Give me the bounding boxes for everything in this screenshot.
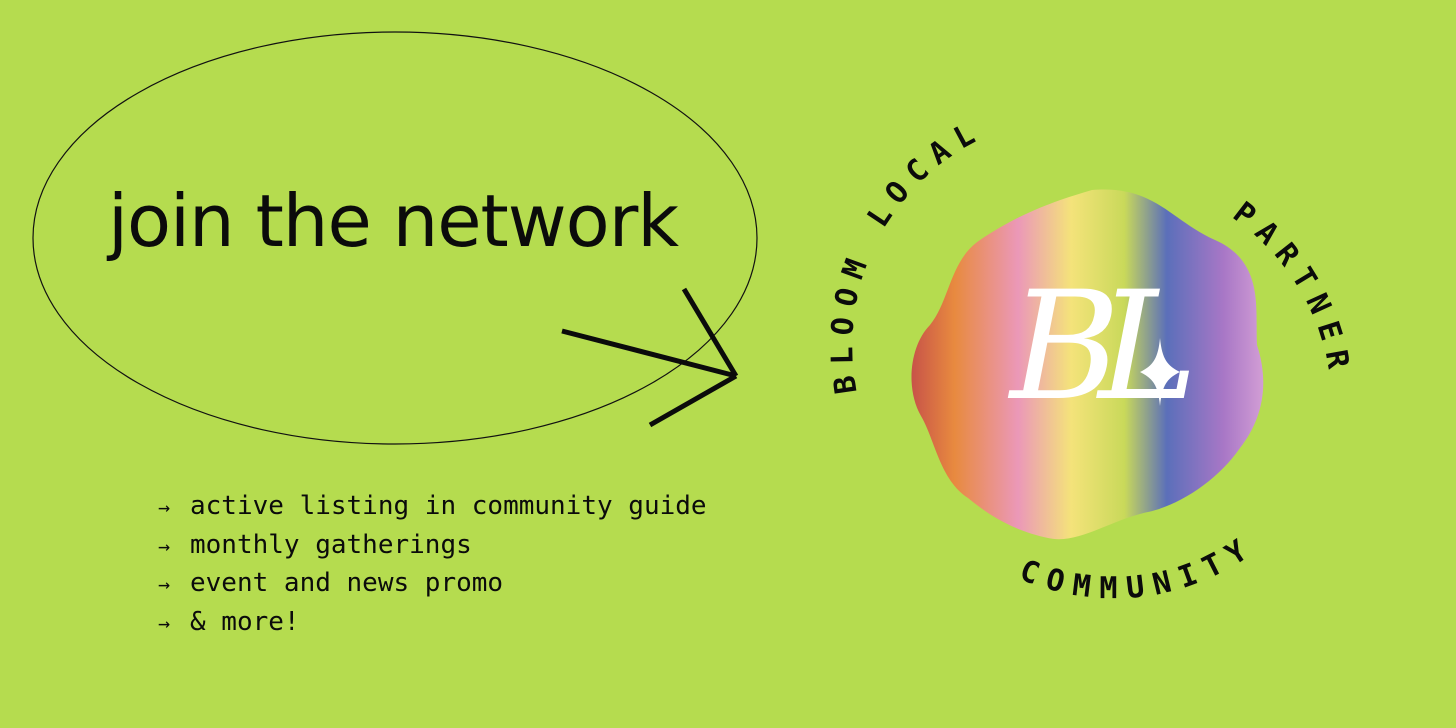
arrow-right-icon: → xyxy=(158,495,171,519)
headline: join the network xyxy=(108,179,679,263)
list-item: → event and news promo xyxy=(158,565,707,604)
badge-text-bottom: COMMUNITY xyxy=(1015,528,1252,606)
list-item-text: active listing in community guide xyxy=(190,491,707,521)
arrow-right-icon: → xyxy=(158,610,171,635)
wavy-rainbow-badge-shape xyxy=(911,189,1264,540)
list-item: → active listing in community guide xyxy=(158,488,707,527)
monogram: BL xyxy=(1007,260,1189,434)
list-item-text: & more! xyxy=(190,606,300,637)
benefits-list: → active listing in community guide → mont… xyxy=(158,488,707,642)
list-item-text: monthly gatherings xyxy=(190,529,472,560)
list-item-text: event and news promo xyxy=(190,568,504,598)
list-item: → & more! xyxy=(158,604,707,643)
list-item: → monthly gatherings xyxy=(158,527,707,566)
sparkle-icon xyxy=(1140,338,1180,406)
community-partner-badge: BL BLOOM LOCAL PARTNER COMMUNITY xyxy=(825,112,1347,606)
arrow-right-icon xyxy=(561,287,739,428)
arrow-right-icon: → xyxy=(158,572,171,596)
arrow-right-icon: → xyxy=(158,533,171,558)
svg-text:COMMUNITY: COMMUNITY xyxy=(1015,528,1262,606)
